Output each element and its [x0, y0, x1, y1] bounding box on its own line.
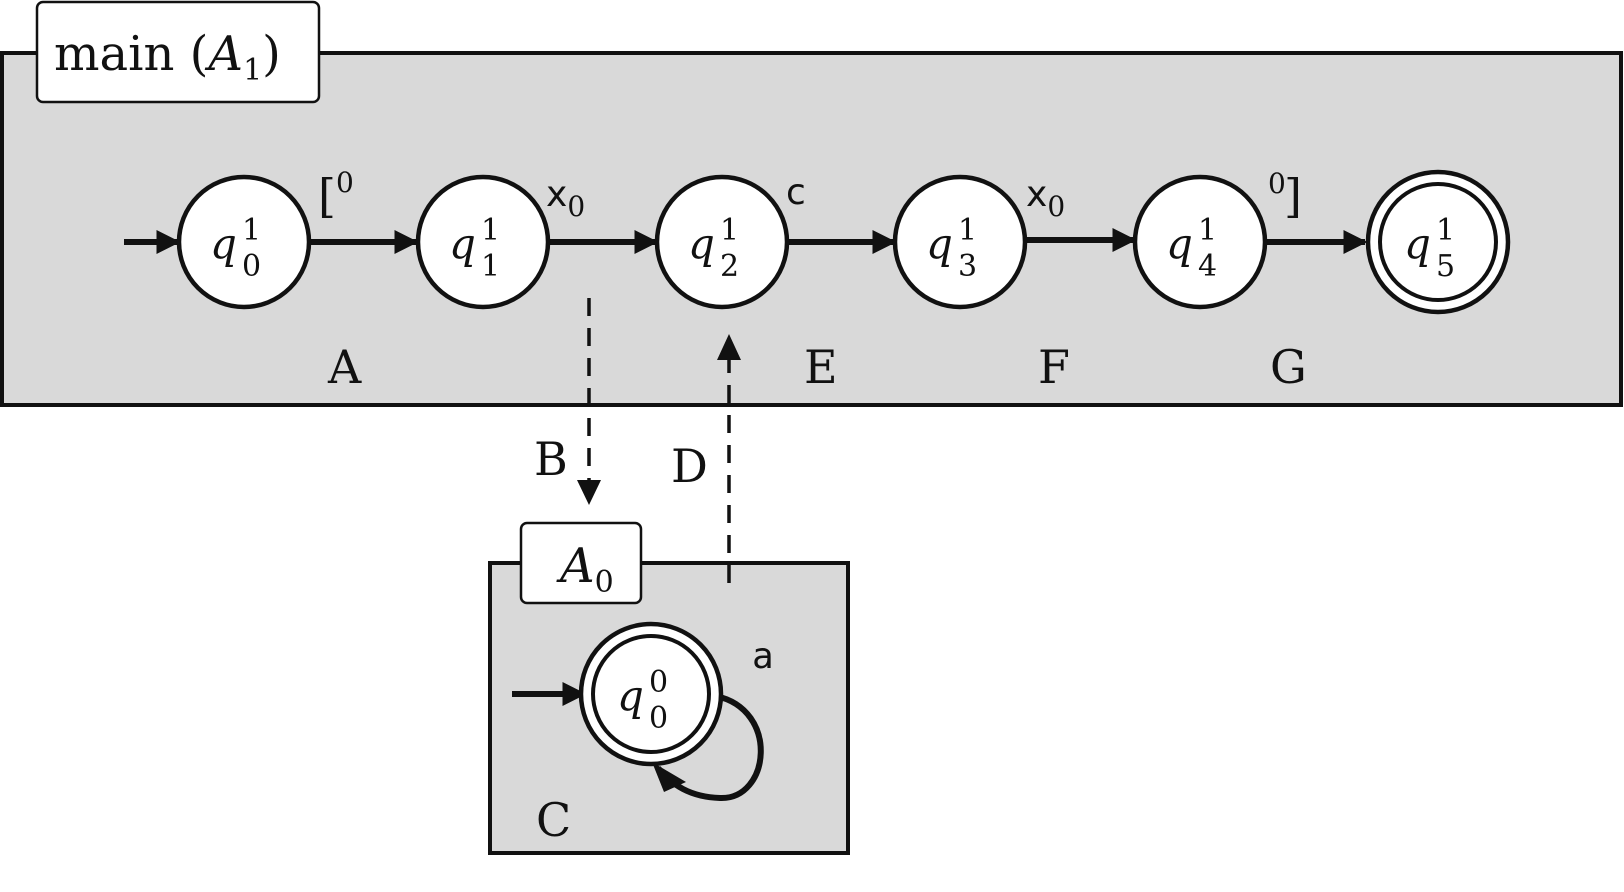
edge-label-open-bracket: [0	[318, 166, 354, 223]
svg-text:q: q	[926, 219, 953, 268]
svg-text:2: 2	[720, 249, 739, 284]
svg-text:0: 0	[649, 665, 668, 700]
edge-label-a: a	[752, 636, 774, 677]
svg-text:1: 1	[481, 249, 500, 284]
state-q0: q 1 0	[176, 174, 312, 310]
svg-text:q: q	[1404, 219, 1431, 268]
svg-text:q: q	[449, 219, 476, 268]
main-title: main (A1)	[54, 26, 281, 88]
svg-text:q: q	[688, 219, 715, 268]
region-label-e: E	[804, 340, 838, 394]
state-q2: q 1 2	[654, 174, 790, 310]
edge-label-c: c	[786, 172, 806, 213]
svg-text:1: 1	[1436, 213, 1455, 248]
region-label-b: B	[534, 432, 568, 486]
region-label-d: D	[671, 439, 708, 493]
region-label-a: A	[327, 340, 362, 394]
region-label-f: F	[1038, 340, 1070, 394]
svg-text:1: 1	[1198, 213, 1217, 248]
svg-text:q: q	[210, 219, 237, 268]
state-q5-accepting: q 1 5	[1365, 169, 1511, 315]
region-label-c: C	[536, 793, 571, 847]
main-edges	[124, 228, 1368, 254]
svg-text:4: 4	[1198, 249, 1217, 284]
edge-label-x0-second: x0	[1026, 174, 1065, 223]
region-label-g: G	[1270, 340, 1307, 394]
svg-text:1: 1	[720, 213, 739, 248]
edge-label-x0-first: x0	[546, 174, 585, 223]
svg-text:1: 1	[242, 213, 261, 248]
edge-label-close-bracket: ]	[1284, 169, 1302, 223]
svg-text:3: 3	[958, 249, 977, 284]
edge-label-close-sup: 0	[1268, 167, 1286, 200]
svg-text:1: 1	[481, 213, 500, 248]
svg-text:0: 0	[649, 701, 668, 736]
region-labels: A B C D E F G	[327, 340, 1307, 847]
svg-text:0: 0	[242, 249, 261, 284]
svg-text:5: 5	[1436, 249, 1455, 284]
main-title-tab	[35, 0, 321, 104]
self-loop-a	[655, 693, 764, 802]
state-q4: q 1 4	[1132, 174, 1268, 310]
state-q1: q 1 1	[415, 174, 551, 310]
svg-text:q: q	[1166, 219, 1193, 268]
state-q0-sub-inner	[591, 634, 711, 754]
svg-text:q: q	[617, 671, 644, 720]
sub-title: A0	[556, 538, 614, 600]
call-return-arrows	[577, 298, 741, 583]
state-q3: q 1 3	[892, 174, 1028, 310]
svg-text:1: 1	[958, 213, 977, 248]
sub-state-group: q 0 0 a	[512, 621, 774, 802]
main-states: q 1 0 q 1 1 q 1 2 q 1 3 q 1 4	[176, 169, 1511, 315]
edge-labels: [0 x0 c x0 0 ]	[318, 166, 1302, 223]
sub-title-tab	[519, 521, 643, 605]
